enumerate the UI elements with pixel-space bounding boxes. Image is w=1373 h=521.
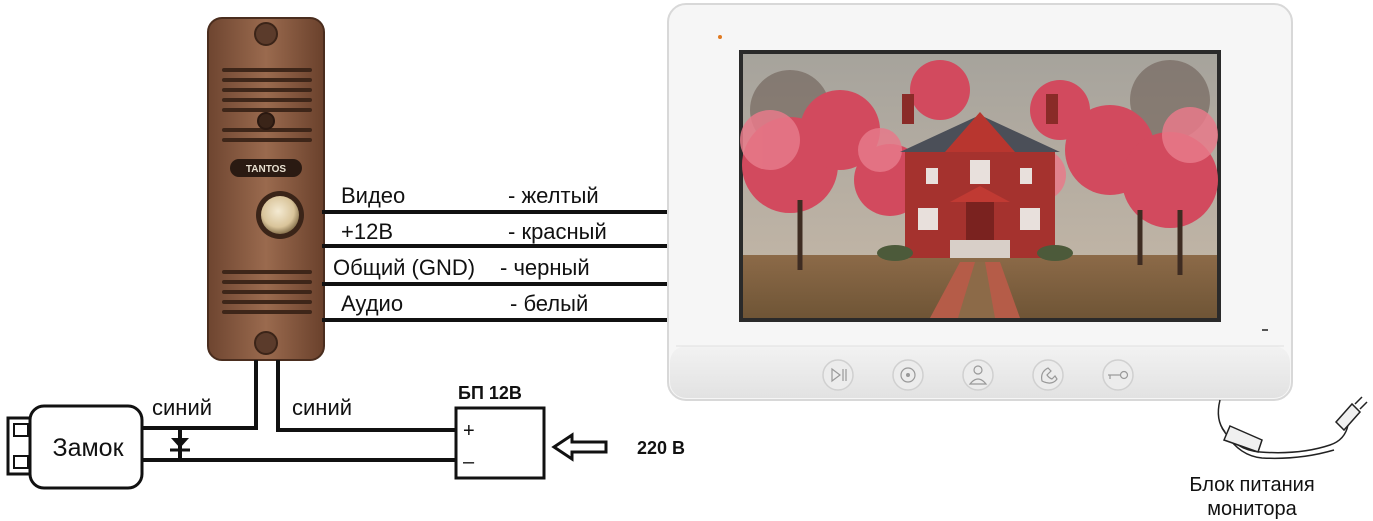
handset-icon xyxy=(1041,367,1058,384)
house-picture xyxy=(900,94,1060,258)
brand-plate xyxy=(230,159,302,177)
wire-labels: Видео - желтый +12В - красный Общий (GND… xyxy=(333,183,607,316)
monitor-buttons xyxy=(822,359,1134,391)
mains-arrow-icon xyxy=(551,432,608,462)
door-panel: TANTOS xyxy=(207,17,325,361)
wire-label-gnd: Общий (GND) xyxy=(333,255,475,280)
record-button[interactable] xyxy=(892,359,924,391)
adapter-brick-icon xyxy=(1222,425,1263,453)
wire-color-video: - желтый xyxy=(508,183,599,208)
mains-voltage-label: 220 В xyxy=(637,438,685,458)
key-icon xyxy=(1119,370,1129,380)
lock-wire-label-right: синий xyxy=(292,395,352,420)
play-pause-icon xyxy=(831,367,841,383)
lock: Замок xyxy=(6,404,144,490)
play-pause-button[interactable] xyxy=(822,359,854,391)
brand-label: TANTOS xyxy=(246,164,287,175)
handset-button[interactable] xyxy=(1032,359,1064,391)
top-screw-icon xyxy=(254,22,278,46)
monitor-adapter xyxy=(1217,396,1368,460)
speaker-grille-bottom xyxy=(222,270,312,314)
lock-label: Замок xyxy=(52,434,124,462)
monitor xyxy=(667,3,1293,401)
wire-label-audio: Аудио xyxy=(341,291,403,316)
lock-wire-label-left: синий xyxy=(152,395,212,420)
adapter-caption-line1: Блок питания xyxy=(1189,474,1314,496)
wire-label-12v: +12В xyxy=(341,219,393,244)
person-icon xyxy=(973,365,983,375)
person-button[interactable] xyxy=(962,359,994,391)
wire-color-12v: - красный xyxy=(508,219,607,244)
wire-color-audio: - белый xyxy=(510,291,588,316)
monitor-screen xyxy=(739,50,1221,322)
psu-plus: + xyxy=(463,420,475,442)
camera-lens-icon xyxy=(257,112,275,130)
key-button[interactable] xyxy=(1102,359,1134,391)
diode-icon xyxy=(170,438,190,452)
wire-label-video: Видео xyxy=(341,183,405,208)
mic-hole-icon xyxy=(1262,329,1268,331)
bottom-screw-icon xyxy=(254,331,278,355)
plug-icon xyxy=(1334,402,1362,432)
psu-title: БП 12В xyxy=(458,383,522,403)
adapter-caption-line2: монитора xyxy=(1207,498,1297,520)
wire-color-gnd: - черный xyxy=(500,255,590,280)
psu-12v: БП 12В + – xyxy=(454,383,546,480)
speaker-grille-top xyxy=(222,68,312,142)
psu-minus: – xyxy=(463,451,475,473)
call-button[interactable] xyxy=(261,196,299,234)
power-led-icon xyxy=(718,35,722,39)
record-icon xyxy=(900,367,916,383)
signal-wires xyxy=(322,210,670,322)
